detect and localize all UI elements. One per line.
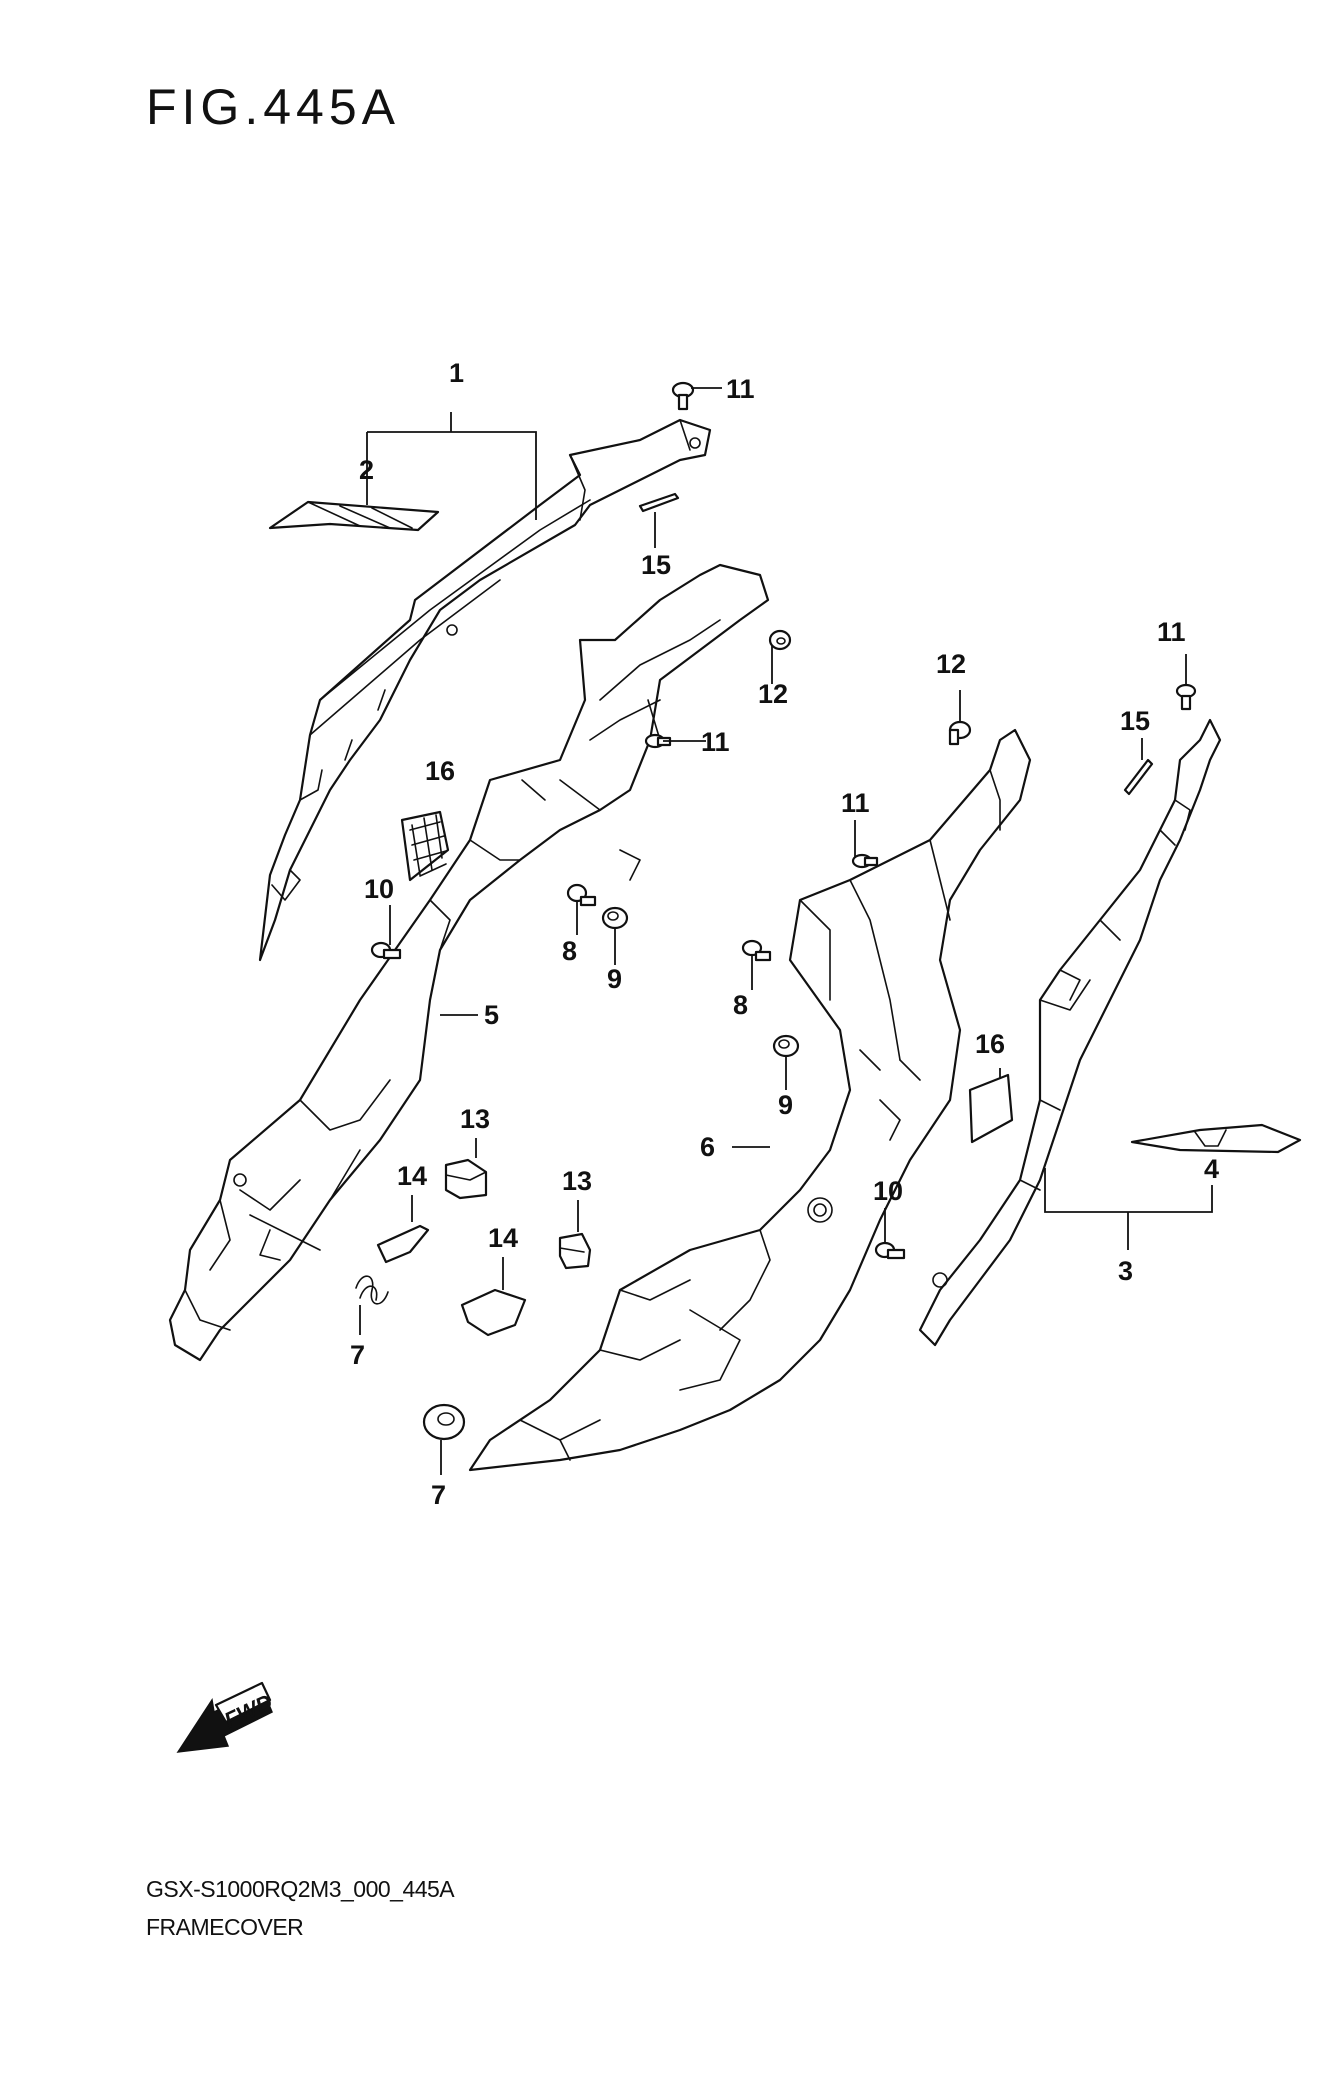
model-code: GSX-S1000RQ2M3_000_445A bbox=[146, 1876, 455, 1902]
part-8-bolt-b[interactable] bbox=[741, 939, 772, 962]
callout-1: 1 bbox=[449, 358, 464, 388]
part-7-grommet-round[interactable] bbox=[422, 1403, 466, 1441]
part-3-right-side-cover[interactable] bbox=[918, 718, 1222, 1347]
part-9-collar-b[interactable] bbox=[772, 1034, 800, 1058]
figure-title: FIG.445A bbox=[146, 79, 400, 135]
callout-11: 11 bbox=[726, 374, 755, 404]
callout-9: 9 bbox=[778, 1090, 793, 1120]
callout-15: 15 bbox=[1120, 706, 1150, 736]
callout-11: 11 bbox=[1157, 617, 1186, 647]
part-12-clip-b[interactable] bbox=[948, 720, 972, 746]
part-13-cushion-a[interactable] bbox=[444, 1158, 488, 1200]
figure-name: FRAMECOVER bbox=[146, 1914, 304, 1940]
part-9-collar-a[interactable] bbox=[601, 906, 629, 930]
part-7-grommet-spring[interactable] bbox=[355, 1275, 389, 1305]
callout-7: 7 bbox=[431, 1480, 446, 1510]
part-16-mesh-pad-right[interactable] bbox=[968, 1073, 1014, 1144]
callout-5: 5 bbox=[484, 1000, 499, 1030]
part-14-pad-b[interactable] bbox=[460, 1288, 527, 1337]
callout-8: 8 bbox=[733, 990, 748, 1020]
part-10-screw-a[interactable] bbox=[370, 941, 402, 960]
part-13-cushion-b[interactable] bbox=[558, 1232, 592, 1270]
part-2-emblem-strip[interactable] bbox=[268, 500, 440, 532]
part-14-pad-a[interactable] bbox=[376, 1224, 430, 1264]
callout-10: 10 bbox=[364, 874, 394, 904]
part-16-mesh-pad-left[interactable] bbox=[400, 810, 450, 882]
callout-13: 13 bbox=[460, 1104, 490, 1134]
callout-16: 16 bbox=[425, 756, 455, 786]
part-1-left-upper-cover[interactable] bbox=[258, 418, 712, 962]
part-11-screw-a[interactable] bbox=[671, 381, 695, 411]
callout-12: 12 bbox=[758, 679, 788, 709]
callout-8: 8 bbox=[562, 936, 577, 966]
callout-11: 11 bbox=[841, 788, 870, 818]
callout-12: 12 bbox=[936, 649, 966, 679]
part-11-screw-c[interactable] bbox=[851, 853, 879, 869]
part-5-left-inner-cover[interactable] bbox=[168, 563, 770, 1362]
callout-13: 13 bbox=[562, 1166, 592, 1196]
callout-6: 6 bbox=[700, 1132, 715, 1162]
leader-lines bbox=[359, 387, 1213, 1475]
part-8-bolt-a[interactable] bbox=[566, 883, 597, 907]
fwd-arrow-icon: FWD bbox=[176, 1681, 276, 1753]
callout-15: 15 bbox=[641, 550, 671, 580]
part-15-strip-upper[interactable] bbox=[638, 492, 680, 513]
callout-4: 4 bbox=[1204, 1154, 1219, 1184]
callout-11: 11 bbox=[701, 727, 730, 757]
callout-labels: 1 2 11 15 12 11 12 11 11 15 16 10 8 9 5 … bbox=[350, 358, 1219, 1510]
callout-14: 14 bbox=[488, 1223, 518, 1253]
callout-14: 14 bbox=[397, 1161, 427, 1191]
part-10-screw-b[interactable] bbox=[874, 1241, 906, 1260]
callout-7: 7 bbox=[350, 1340, 365, 1370]
callout-10: 10 bbox=[873, 1176, 903, 1206]
part-4-emblem-strip-right[interactable] bbox=[1130, 1123, 1302, 1154]
callout-16: 16 bbox=[975, 1029, 1005, 1059]
part-6-center-inner-cover[interactable] bbox=[468, 728, 1032, 1472]
callout-9: 9 bbox=[607, 964, 622, 994]
part-12-clip-a[interactable] bbox=[768, 629, 792, 651]
part-11-screw-d[interactable] bbox=[1175, 683, 1197, 711]
callout-2: 2 bbox=[359, 455, 374, 485]
part-15-strip-right[interactable] bbox=[1123, 758, 1154, 796]
callout-3: 3 bbox=[1118, 1256, 1133, 1286]
